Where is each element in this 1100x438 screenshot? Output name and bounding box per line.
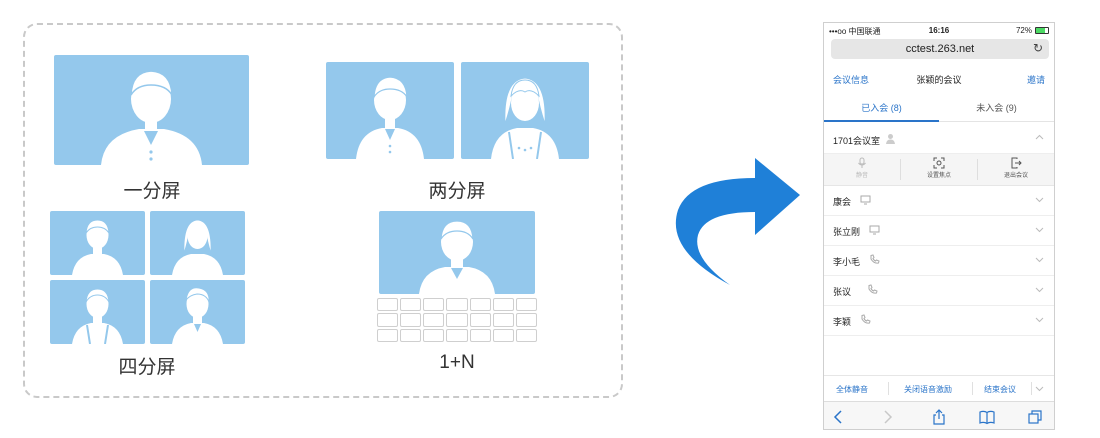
- active-tab-indicator: [824, 120, 939, 122]
- screen-icon: [869, 225, 880, 235]
- thumbnail-grid: [377, 298, 537, 342]
- battery-icon: [1035, 27, 1049, 34]
- male-avatar-icon: [72, 219, 123, 275]
- url-text: cctest.263.net: [905, 43, 975, 55]
- male-avatar-icon: [356, 76, 424, 159]
- two-screen-right-tile: [461, 62, 589, 159]
- address-bar[interactable]: cctest.263.net ↻: [831, 39, 1049, 59]
- female-avatar-icon: [172, 219, 223, 275]
- end-meeting-button[interactable]: 结束会议: [984, 385, 1016, 394]
- screen-icon: [860, 195, 871, 205]
- male-avatar-icon: [101, 70, 202, 165]
- status-bar: •••oo 中国联通 16:16 72%: [824, 23, 1054, 39]
- tab-joined[interactable]: 已入会 (8): [861, 103, 902, 113]
- four-screen-label: 四分屏: [118, 357, 176, 378]
- reload-icon[interactable]: ↻: [1032, 41, 1043, 55]
- meeting-info-button[interactable]: 会议信息: [833, 75, 870, 85]
- one-screen-label: 一分屏: [123, 181, 181, 202]
- exit-meeting-label: 退出会议: [1003, 173, 1028, 179]
- participant-name: 康会: [833, 197, 852, 207]
- phone-icon: [861, 314, 871, 324]
- chevron-down-icon[interactable]: [1035, 317, 1044, 323]
- share-icon[interactable]: [930, 408, 948, 426]
- chevron-down-icon[interactable]: [1035, 287, 1044, 293]
- mute-all-button[interactable]: 全体静音: [836, 385, 868, 394]
- male-avatar-icon: [419, 220, 495, 294]
- set-focus-label: 设置焦点: [926, 173, 951, 179]
- participant-row[interactable]: 李颖: [824, 305, 1054, 336]
- four-screen-tile-2: [150, 211, 245, 275]
- status-time: 16:16: [928, 26, 950, 35]
- chevron-down-icon[interactable]: [1035, 257, 1044, 263]
- participant-row[interactable]: 康会: [824, 185, 1054, 216]
- phone-frame: •••oo 中国联通 16:16 72% cctest.263.net ↻ 张颖…: [823, 22, 1055, 430]
- female-avatar-icon: [491, 77, 559, 159]
- participant-row[interactable]: 张立刚: [824, 215, 1054, 246]
- exit-icon: [1011, 157, 1022, 169]
- one-plus-n-label: 1+N: [439, 352, 475, 373]
- chevron-up-icon[interactable]: [1035, 134, 1044, 140]
- room-name: 1701会议室: [833, 136, 881, 146]
- male-avatar-icon: [72, 288, 123, 344]
- microphone-icon: [858, 157, 866, 168]
- back-icon[interactable]: [830, 408, 848, 426]
- set-focus-action[interactable]: 设置焦点: [901, 156, 977, 184]
- participant-name: 张立刚: [833, 227, 861, 237]
- main-speaker-tile: [379, 211, 535, 294]
- two-screen-label: 两分屏: [428, 181, 486, 202]
- four-screen-tile-4: [150, 280, 245, 344]
- chevron-down-icon[interactable]: [1035, 386, 1044, 392]
- close-voice-activation-button[interactable]: 关闭语音激励: [904, 385, 952, 394]
- participant-row[interactable]: 李小毛: [824, 245, 1054, 276]
- carrier-label: •••oo 中国联通: [829, 27, 881, 36]
- participant-name: 李小毛: [833, 257, 861, 267]
- participant-name: 李颖: [833, 317, 852, 327]
- bookmarks-icon[interactable]: [978, 408, 996, 426]
- invite-button[interactable]: 邀请: [1026, 75, 1045, 85]
- four-screen-tile-3: [50, 280, 145, 344]
- four-screen-tile-1: [50, 211, 145, 275]
- focus-icon: [933, 157, 945, 169]
- nav-bar: 张颖的会议 会议信息 邀请: [824, 68, 1054, 90]
- tabs-icon[interactable]: [1026, 408, 1044, 426]
- phone-icon: [870, 254, 880, 264]
- forward-icon[interactable]: [878, 408, 896, 426]
- room-row[interactable]: 1701会议室: [824, 125, 1054, 154]
- mute-action[interactable]: 静音: [824, 156, 900, 184]
- tab-not-joined[interactable]: 未入会 (9): [976, 103, 1017, 113]
- browser-toolbar: [824, 401, 1054, 429]
- room-actions: 静音 设置焦点 退出会议: [824, 154, 1054, 186]
- layout-panel: [23, 23, 623, 398]
- battery-percent: 72%: [1015, 26, 1032, 35]
- exit-meeting-action[interactable]: 退出会议: [978, 156, 1054, 184]
- user-icon: [886, 134, 895, 144]
- page-title: 张颖的会议: [916, 75, 962, 85]
- one-screen-tile: [54, 55, 249, 165]
- meeting-controls: 全体静音 关闭语音激励 结束会议: [824, 375, 1054, 401]
- tab-bar: 已入会 (8) 未入会 (9): [824, 95, 1054, 122]
- participant-row[interactable]: 张议: [824, 275, 1054, 306]
- chevron-down-icon[interactable]: [1035, 197, 1044, 203]
- mute-label: 静音: [855, 173, 868, 179]
- curved-arrow-icon: [675, 158, 800, 285]
- participant-name: 张议: [833, 287, 852, 297]
- chevron-down-icon[interactable]: [1035, 227, 1044, 233]
- phone-icon: [868, 284, 878, 294]
- male-avatar-icon: [172, 287, 223, 344]
- two-screen-left-tile: [326, 62, 454, 159]
